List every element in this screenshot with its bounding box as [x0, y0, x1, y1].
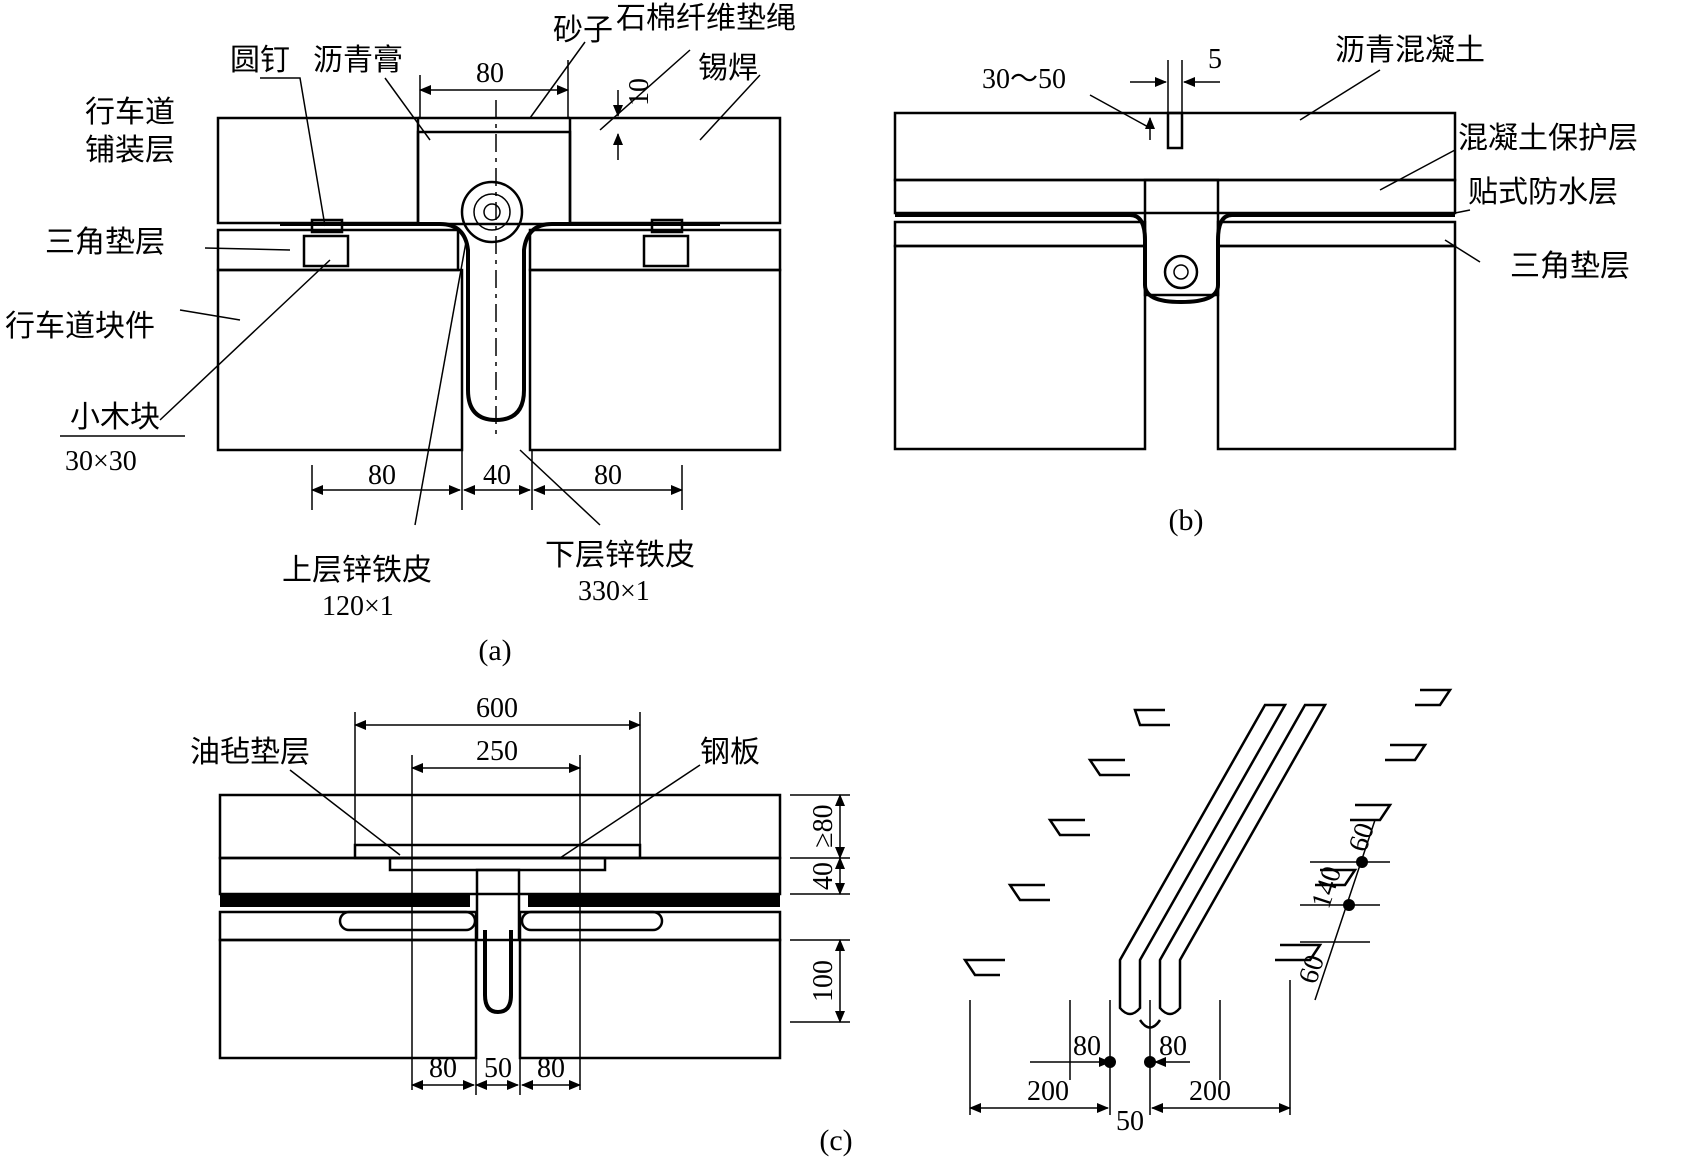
dim-c-plate: 250 — [476, 736, 518, 767]
slot-b — [1166, 111, 1184, 150]
label-felt-layer: 油毡垫层 — [190, 735, 310, 770]
wood-block-right — [642, 234, 690, 268]
dim-iso-200-left: 200 — [1027, 1076, 1069, 1107]
label-triangle-pad-b: 三角垫层 — [1510, 249, 1630, 284]
pavement-left — [216, 116, 420, 225]
wood-block-left — [302, 234, 350, 268]
label-steel-plate: 钢板 — [700, 735, 760, 770]
waterproof-strip-right — [528, 895, 780, 907]
label-asbestos-rope: 石棉纤维垫绳 — [616, 1, 796, 36]
dim-a-gap: 40 — [483, 460, 511, 491]
steel-plate-c — [388, 856, 607, 872]
iso-strip — [1118, 703, 1288, 1016]
deck-block-b-left — [893, 244, 1147, 451]
dim-c-total: 600 — [476, 693, 518, 724]
dim-c-height: 100 — [808, 960, 839, 1002]
asbestos-rope — [460, 180, 524, 244]
label-sand: 砂子 — [553, 13, 613, 48]
round-nail-left — [310, 218, 344, 234]
joint-filler-b — [1143, 178, 1220, 297]
dim-c-right: 80 — [537, 1053, 565, 1084]
triangle-pad-b-right — [1216, 220, 1457, 248]
deck-block-right — [528, 268, 782, 452]
figure-b: 30～50 5 沥青混凝土 混凝土保护层 贴式防水层 三角垫层 (b) — [893, 33, 1638, 537]
round-nail-right — [650, 218, 684, 234]
protective-layer — [893, 178, 1457, 215]
dim-a-right: 80 — [594, 460, 622, 491]
dim-iso-80-right: 80 — [1159, 1031, 1187, 1062]
caption-a: (a) — [478, 634, 511, 667]
deck-block-b-right — [1216, 244, 1457, 451]
label-wood-block: 小木块 — [70, 400, 160, 435]
dim-a-left: 80 — [368, 460, 396, 491]
joint-filler-c — [475, 868, 521, 942]
caption-b: (b) — [1169, 504, 1204, 537]
label-asphalt-concrete: 沥青混凝土 — [1335, 33, 1485, 68]
deck-cover-c — [218, 793, 782, 860]
label-round-nail: 圆钉 — [230, 43, 290, 78]
dim-iso-80-left: 80 — [1073, 1031, 1101, 1062]
dim-iso-60-bottom: 60 — [1293, 951, 1331, 987]
label-pavement-2: 铺装层 — [85, 133, 175, 168]
dim-a-depth: 10 — [624, 78, 655, 106]
figure-c-section: 600 250 ≥80 40 100 80 50 80 油毡垫层 钢板 (c) — [190, 693, 853, 1157]
label-tin-solder: 锡焊 — [698, 51, 758, 86]
dim-c-left: 80 — [429, 1053, 457, 1084]
deck-block-c-right — [518, 938, 782, 1060]
dim-c-cover: ≥80 — [808, 804, 839, 847]
dim-iso-60-top: 60 — [1343, 819, 1381, 855]
triangle-pad-b-left — [893, 220, 1147, 248]
pavement-right — [568, 116, 782, 225]
dim-c-layer: 40 — [808, 862, 839, 890]
label-asphalt-paste: 沥青膏 — [313, 43, 403, 78]
label-waterproof: 贴式防水层 — [1468, 175, 1618, 210]
figure-a: 80 10 80 40 80 圆钉 沥青膏 砂子 石棉纤维垫绳 锡焊 行车道 铺… — [5, 1, 796, 667]
label-triangle-pad-a: 三角垫层 — [45, 225, 165, 260]
dim-a-top: 80 — [476, 58, 504, 89]
deck-block-left — [216, 268, 464, 452]
waterproof-strip-left — [220, 895, 470, 907]
label-deck-block: 行车道块件 — [5, 309, 155, 344]
waterproof-sheet-b — [895, 213, 1455, 305]
label-protect-layer: 混凝土保护层 — [1458, 121, 1638, 156]
label-upper-sheet-size: 120×1 — [322, 591, 394, 622]
label-upper-sheet: 上层锌铁皮 — [282, 553, 432, 588]
label-lower-sheet-size: 330×1 — [578, 576, 650, 607]
zinc-sheet — [280, 222, 720, 423]
figure-c-isometric: 200 50 200 80 80 60 140 60 — [962, 688, 1453, 1137]
dim-iso-200-right: 200 — [1189, 1076, 1231, 1107]
caption-c: (c) — [819, 1124, 852, 1157]
deck-block-c-left — [218, 938, 478, 1060]
label-lower-sheet: 下层锌铁皮 — [545, 538, 695, 573]
asphalt-concrete-layer — [893, 111, 1457, 182]
label-pavement-1: 行车道 — [85, 95, 175, 130]
label-wood-block-size: 30×30 — [65, 446, 137, 477]
felt-layer-c — [353, 843, 642, 860]
dim-b-groove: 30～50 — [982, 64, 1066, 95]
dim-c-gap: 50 — [484, 1053, 512, 1084]
asphalt-paste-fill — [416, 130, 572, 226]
dim-b-slot: 5 — [1208, 44, 1222, 75]
dim-iso-50: 50 — [1116, 1106, 1144, 1137]
